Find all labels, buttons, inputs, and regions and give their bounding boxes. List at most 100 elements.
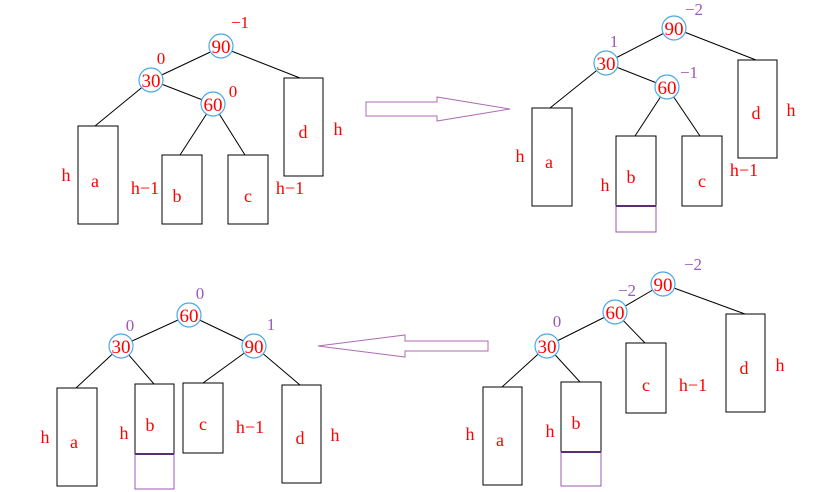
subtree-label: d (740, 358, 749, 378)
balance-factor: 1 (267, 315, 276, 334)
subtree-height: h−1 (730, 160, 758, 180)
node-value: 60 (180, 306, 199, 327)
subtree-height: h (334, 119, 343, 139)
subtree-height: h−1 (276, 178, 304, 198)
node-ring (661, 15, 687, 41)
subtree-label: c (642, 375, 650, 395)
balance-factor: 1 (610, 32, 619, 51)
node-value: 90 (654, 275, 673, 296)
subtree-height: h−1 (236, 417, 264, 437)
panel-balanced-tree: 60 30 90 0 0 1 a b c d h h h−1 h (41, 284, 340, 490)
subtree-a-box (77, 125, 119, 225)
subtree-d-box (725, 313, 766, 413)
balance-factor: −2 (684, 255, 702, 274)
node-ring (650, 271, 676, 297)
balance-factor: 0 (196, 284, 205, 303)
node-ring (534, 333, 560, 359)
subtree-d-box (283, 77, 324, 177)
subtree-label: a (91, 171, 99, 191)
balance-factor: −2 (685, 0, 703, 19)
balance-factor: 0 (229, 82, 238, 101)
balance-factor: 0 (553, 312, 562, 331)
subtree-a-box (56, 387, 98, 487)
subtree-label: b (627, 167, 636, 187)
subtree-d-box (737, 59, 778, 159)
subtree-height: h−1 (131, 178, 159, 198)
subtree-label: d (299, 122, 308, 142)
subtree-height: h (787, 100, 796, 120)
subtree-b-box (615, 135, 657, 207)
subtree-label: a (496, 430, 504, 450)
node-ring (602, 299, 628, 325)
arrow-left (317, 334, 489, 358)
node-value: 30 (538, 337, 557, 358)
balance-factor: −2 (618, 281, 636, 300)
panel-initial-tree: 90 30 60 −1 0 0 a b c d h h−1 h−1 h (62, 13, 343, 225)
subtree-height: h (546, 421, 555, 441)
subtree-label: c (199, 414, 207, 434)
subtree-c-box (182, 382, 224, 454)
node-value: 90 (665, 19, 684, 40)
balance-factor: 0 (126, 316, 135, 335)
subtree-c-box (227, 154, 269, 225)
panel-after-left-rotation: 90 60 30 −2 −2 0 a b c d h h h−1 h (466, 255, 785, 487)
node-ring (200, 91, 226, 117)
node-ring (654, 74, 680, 100)
node-value: 90 (212, 37, 231, 58)
subtree-height: h (466, 424, 475, 444)
subtree-d-box (281, 384, 322, 484)
node-value: 30 (112, 337, 131, 358)
subtree-b-box (560, 381, 602, 453)
edge-60-30 (546, 311, 616, 347)
subtree-height: h (120, 423, 129, 443)
subtree-a-box (531, 107, 573, 207)
subtree-label: d (752, 103, 761, 123)
node-value: 60 (204, 95, 223, 116)
node-ring (593, 50, 619, 76)
subtree-height: h (776, 355, 785, 375)
node-value: 60 (658, 78, 677, 99)
subtree-b-growth (134, 453, 175, 490)
node-ring (138, 67, 164, 93)
subtree-label: c (244, 186, 252, 206)
node-ring (176, 302, 202, 328)
subtree-height: h (62, 165, 71, 185)
node-ring (208, 33, 234, 59)
balance-factor: −1 (680, 63, 698, 82)
subtree-b-growth (560, 451, 602, 487)
edge-90-d (220, 46, 301, 79)
subtree-height: h (601, 175, 610, 195)
panel-after-insert: 90 30 60 −2 1 −1 a b c d h h h−1 h (516, 0, 796, 233)
edge-90-30 (605, 27, 675, 64)
subtree-height: h (331, 425, 340, 445)
node-ring (108, 333, 134, 359)
edge-90-d (662, 283, 746, 315)
balance-factor: −1 (231, 13, 249, 32)
node-value: 30 (597, 54, 616, 75)
edge-90-d (673, 27, 757, 61)
subtree-label: a (70, 432, 78, 452)
subtree-c-box (625, 342, 667, 414)
subtree-label: b (146, 415, 155, 435)
node-value: 60 (606, 303, 625, 324)
edge-90-30 (150, 46, 222, 81)
subtree-b-growth (615, 205, 657, 233)
subtree-b-box (161, 154, 203, 225)
subtree-a-box (482, 386, 523, 486)
node-value: 90 (245, 337, 264, 358)
subtree-label: a (545, 152, 553, 172)
subtree-height: h−1 (679, 375, 707, 395)
subtree-b-box (134, 383, 175, 455)
node-value: 30 (142, 71, 161, 92)
node-ring (241, 333, 267, 359)
subtree-height: h (41, 427, 50, 447)
subtree-height: h (516, 146, 525, 166)
arrow-right (365, 96, 511, 122)
subtree-label: b (572, 413, 581, 433)
subtree-label: b (173, 186, 182, 206)
subtree-label: c (698, 171, 706, 191)
subtree-c-box (681, 135, 723, 207)
subtree-label: d (296, 428, 305, 448)
